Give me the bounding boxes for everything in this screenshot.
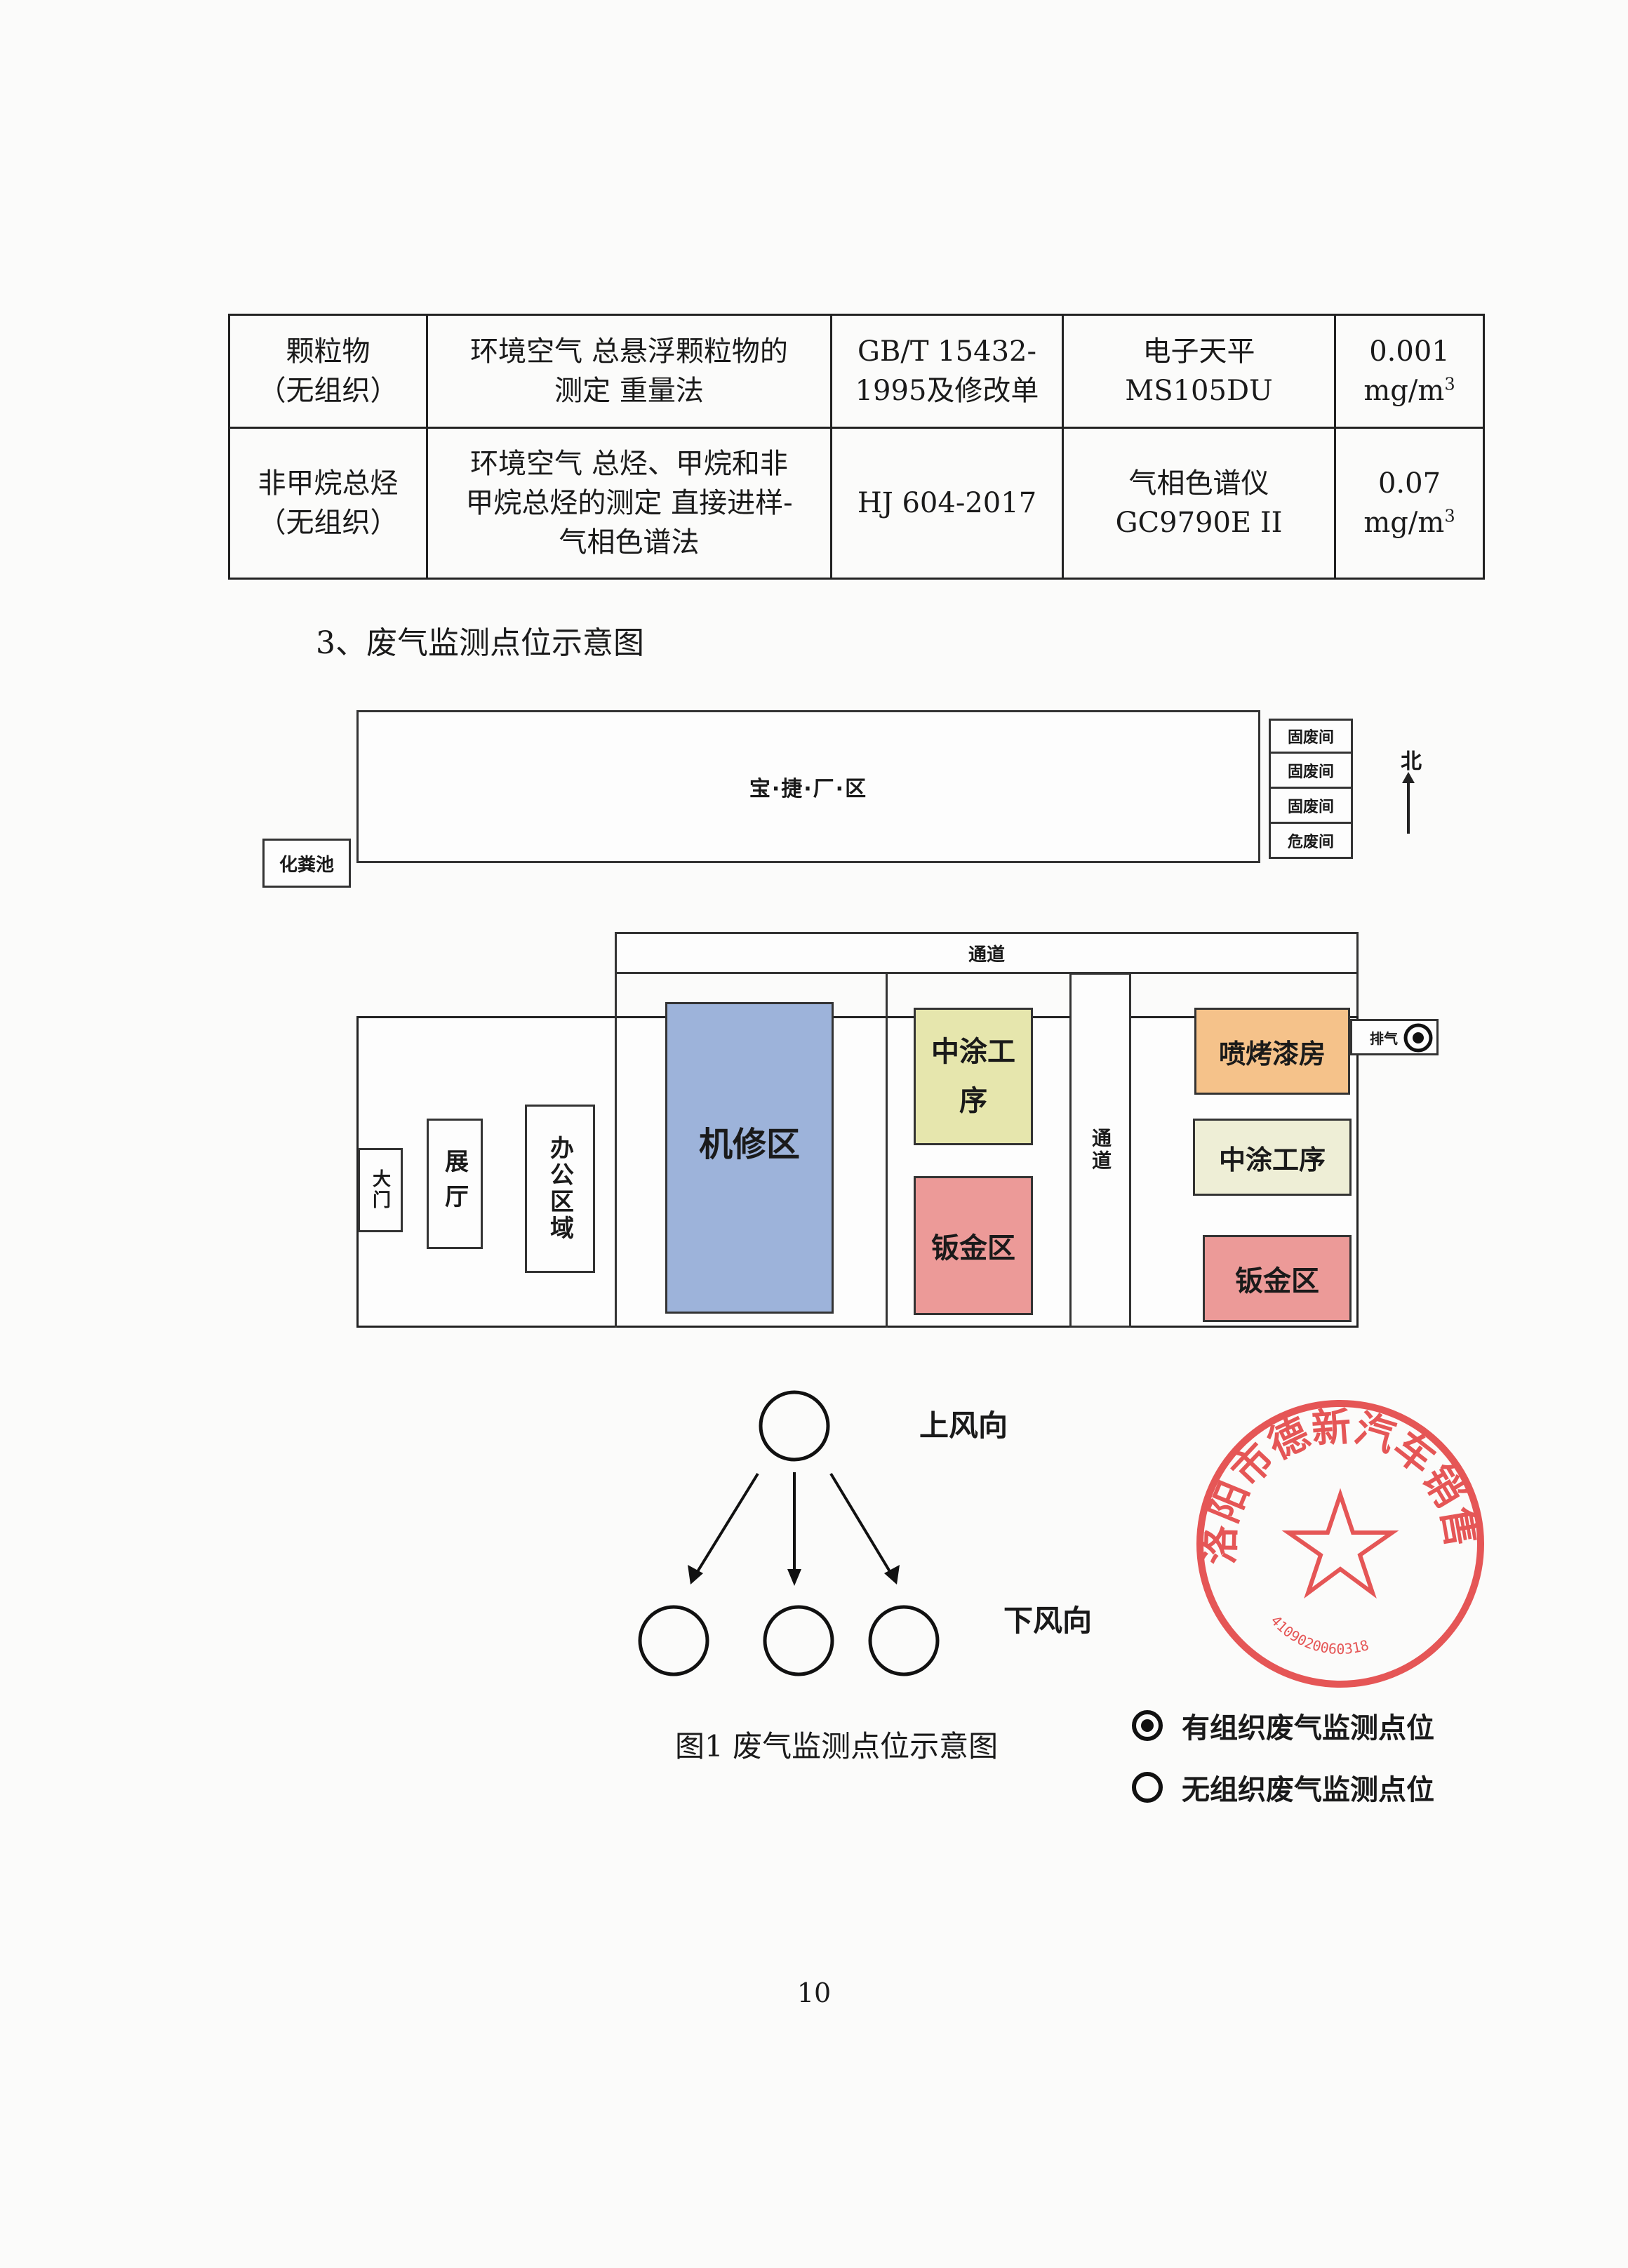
paint-booth: 喷烤漆房 [1194, 1008, 1350, 1095]
waste-room-stack: 固废间 固废间 固废间 危废间 [1269, 719, 1353, 859]
downwind-point [868, 1605, 940, 1676]
methods-table: 颗粒物（无组织） 环境空气 总悬浮颗粒物的测定 重量法 GB/T 15432-1… [228, 314, 1485, 580]
method-cell: 环境空气 总悬浮颗粒物的测定 重量法 [426, 314, 832, 429]
unorganized-point-icon [1132, 1772, 1163, 1803]
repair-zone: 机修区 [665, 1002, 834, 1314]
wall [886, 973, 888, 1328]
section-title: 3、废气监测点位示意图 [316, 625, 644, 661]
downwind-point [638, 1605, 709, 1676]
office-area: 办公区域 [525, 1105, 595, 1273]
wall [1356, 973, 1359, 1016]
company-seal: 洛阳市德新汽车销售服务有限公司 4109020060318 [1186, 1389, 1484, 1688]
upwind-label: 上风向 [919, 1408, 1008, 1443]
septic-tank: 化粪池 [262, 839, 351, 888]
gate: 大门 [358, 1148, 403, 1232]
building-outline [356, 1016, 1359, 1328]
factory-label: 宝·捷·厂·区 [749, 777, 868, 801]
showroom: 展厅 [427, 1119, 483, 1249]
downwind-point [763, 1605, 834, 1676]
sheet-metal-zone: 钣金区 [1203, 1235, 1352, 1322]
organized-point-icon [1132, 1710, 1163, 1741]
standard-cell: GB/T 15432-1995及修改单 [830, 314, 1064, 429]
figure-caption: 图1 废气监测点位示意图 [675, 1729, 999, 1763]
exhaust-label: 排气 [1370, 1030, 1398, 1047]
table-row: 颗粒物（无组织） 环境空气 总悬浮颗粒物的测定 重量法 GB/T 15432-1… [228, 314, 1485, 429]
page-number: 10 [796, 1977, 832, 2008]
sheet-metal-zone: 钣金区 [914, 1176, 1033, 1315]
item-cell: 非甲烷总烃（无组织） [228, 427, 428, 580]
waste-room: 固废间 [1269, 789, 1353, 824]
mid-coat-zone: 中涂工序 [1193, 1119, 1352, 1196]
waste-room: 固废间 [1269, 754, 1353, 789]
organized-monitoring-point-icon [1403, 1023, 1433, 1053]
mid-coat-zone: 中涂工序 [914, 1008, 1033, 1145]
svg-text:洛阳市德新汽车销售服务有限公司: 洛阳市德新汽车销售服务有限公司 [1186, 1389, 1484, 1565]
upwind-point [759, 1390, 830, 1462]
middle-passage: 通道 [1069, 973, 1131, 1328]
wall [615, 973, 617, 1328]
waste-room: 固废间 [1269, 719, 1353, 754]
legend-unorganized: 无组织废气监测点位 [1131, 1767, 1434, 1808]
item-cell: 颗粒物（无组织） [228, 314, 428, 429]
downwind-label: 下风向 [1003, 1603, 1093, 1638]
legend-unorganized-label: 无组织废气监测点位 [1182, 1774, 1434, 1806]
table-row: 非甲烷总烃（无组织） 环境空气 总烃、甲烷和非甲烷总烃的测定 直接进样-气相色谱… [228, 427, 1485, 580]
standard-cell: HJ 604-2017 [830, 427, 1064, 580]
north-label: 北 [1401, 749, 1422, 774]
hazardous-waste-room: 危废间 [1269, 824, 1353, 859]
factory-area: 宝·捷·厂·区 [356, 710, 1260, 863]
svg-text:4109020060318: 4109020060318 [1267, 1612, 1370, 1657]
legend-organized: 有组织废气监测点位 [1131, 1705, 1434, 1746]
method-cell: 环境空气 总烃、甲烷和非甲烷总烃的测定 直接进样-气相色谱法 [426, 427, 832, 580]
top-passage: 通道 [615, 932, 1359, 974]
north-arrow-icon [1402, 772, 1415, 834]
wind-diagram [638, 1390, 940, 1676]
legend-organized-label: 有组织废气监测点位 [1182, 1712, 1434, 1745]
